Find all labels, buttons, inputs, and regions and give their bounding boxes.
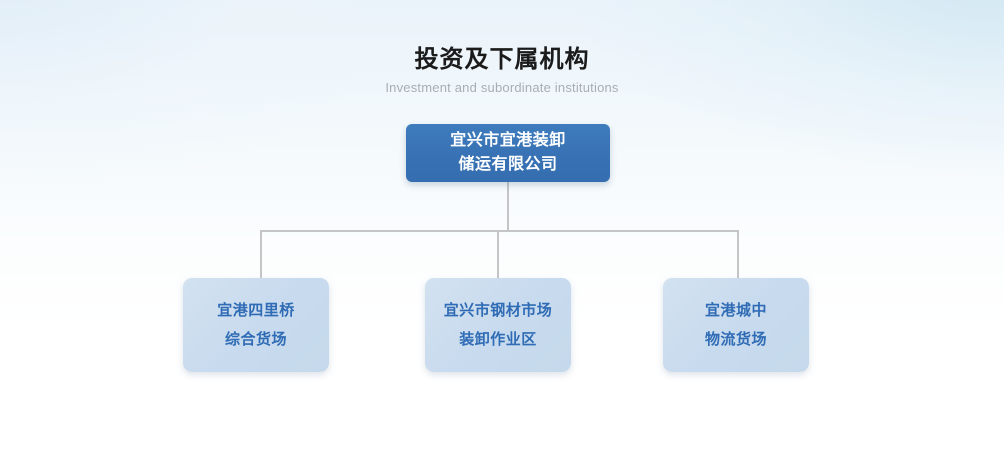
org-node-child-0-line-1: 宜港四里桥 <box>217 302 295 319</box>
org-node-child-1-line-1: 宜兴市钢材市场 <box>443 302 553 319</box>
org-node-child-0[interactable]: 宜港四里桥 综合货场 <box>183 278 329 372</box>
org-node-child-0-line-2: 综合货场 <box>224 331 287 348</box>
org-node-child-0-label: 宜港四里桥 综合货场 <box>217 296 295 354</box>
org-node-root-label: 宜兴市宜港装卸 储运有限公司 <box>450 129 566 177</box>
connector-drop-child-0 <box>260 230 262 279</box>
page-subtitle: Investment and subordinate institutions <box>385 80 619 95</box>
org-node-child-1-label: 宜兴市钢材市场 装卸作业区 <box>444 296 553 354</box>
org-node-child-2-label: 宜港城中 物流货场 <box>705 296 767 354</box>
connector-drop-child-2 <box>737 230 739 279</box>
org-node-child-2-line-1: 宜港城中 <box>704 302 767 319</box>
org-node-child-1-line-2: 装卸作业区 <box>459 331 537 348</box>
connector-drop-child-1 <box>497 230 499 279</box>
org-node-root-line-1: 宜兴市宜港装卸 <box>450 132 566 149</box>
connector-root-stem <box>507 182 509 232</box>
connector-horizontal-bus <box>260 230 738 232</box>
org-node-root[interactable]: 宜兴市宜港装卸 储运有限公司 <box>406 124 610 182</box>
page-title: 投资及下属机构 <box>414 46 590 73</box>
org-node-child-2[interactable]: 宜港城中 物流货场 <box>663 278 809 372</box>
org-node-child-2-line-2: 物流货场 <box>704 331 767 348</box>
heading-block: 投资及下属机构 Investment and subordinate insti… <box>0 44 1004 97</box>
org-node-root-line-2: 储运有限公司 <box>458 156 558 173</box>
org-node-child-1[interactable]: 宜兴市钢材市场 装卸作业区 <box>425 278 571 372</box>
